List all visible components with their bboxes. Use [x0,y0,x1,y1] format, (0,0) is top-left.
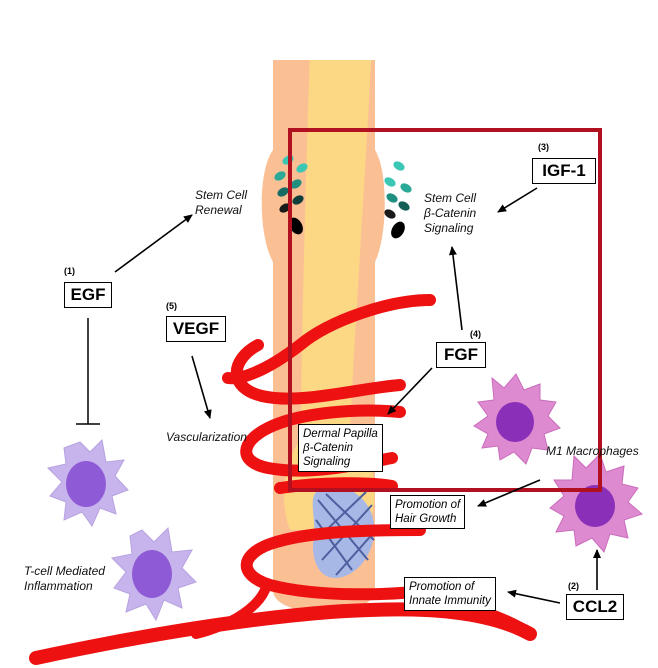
arrow-egf-renewal [115,215,192,272]
ccl2-box: CCL2 [566,594,624,620]
dermal-papilla-line2: β-Catenin [303,441,378,455]
vascularization-label: Vascularization [166,430,247,445]
arrow-ccl2-immunity [508,592,560,603]
tcell-inflammation-line1: T-cell Mediated [24,564,105,579]
stem-cell-signaling-label: Stem Cell β-Catenin Signaling [424,191,476,236]
m1-macrophages-label: M1 Macrophages [546,444,639,459]
innate-immunity-line2: Innate Immunity [409,594,491,608]
dermal-papilla-line1: Dermal Papilla [303,427,378,441]
innate-immunity-line1: Promotion of [409,580,491,594]
tcell-lower [112,528,196,620]
egf-box: EGF [64,282,112,308]
egf-inhibition-line [76,318,100,424]
dermal-papilla-label: Dermal Papilla β-Catenin Signaling [298,424,383,472]
stem-cell-renewal-line2: Renewal [195,203,247,218]
dermal-papilla-line3: Signaling [303,455,378,469]
tcell-inflammation-line2: Inflammation [24,579,105,594]
tcell-inflammation-label: T-cell Mediated Inflammation [24,564,105,594]
stem-cell-renewal-label: Stem Cell Renewal [195,188,247,218]
fgf-number: (4) [470,329,481,339]
arrow-igf1-signaling [498,188,537,212]
arrow-macrophage-hair [478,480,540,506]
vegf-number: (5) [166,301,177,311]
igf1-number: (3) [538,142,549,152]
igf1-box: IGF-1 [532,158,596,184]
hair-growth-line2: Hair Growth [395,512,460,526]
stem-cell-signaling-line2: β-Catenin [424,206,476,221]
stem-cell-signaling-line1: Stem Cell [424,191,476,206]
macrophage-lower [550,454,642,552]
innate-immunity-label: Promotion of Innate Immunity [404,577,496,611]
ccl2-number: (2) [568,581,579,591]
arrow-fgf-signaling [452,247,462,330]
egf-number: (1) [64,266,75,276]
hair-growth-label: Promotion of Hair Growth [390,495,465,529]
arrow-vegf-vascularization [192,356,210,418]
fgf-box: FGF [436,342,486,368]
tcell-upper [48,440,128,526]
stem-cell-signaling-line3: Signaling [424,221,476,236]
vegf-box: VEGF [166,316,226,342]
stem-cell-renewal-line1: Stem Cell [195,188,247,203]
stem-cells-right [383,160,413,241]
hair-growth-line1: Promotion of [395,498,460,512]
